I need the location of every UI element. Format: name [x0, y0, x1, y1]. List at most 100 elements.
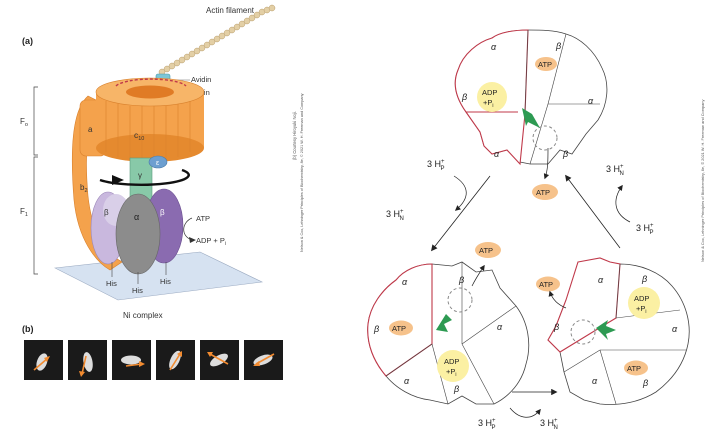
video-frame — [244, 340, 283, 380]
proton-label-mid-right: 3 H+P — [636, 223, 654, 236]
credit-right-book: Nelson & Cox, Lehninger Principles of Bi… — [700, 99, 705, 262]
credit-left-book: Nelson & Cox, Lehninger Principles of Bi… — [300, 93, 304, 252]
fo-label: Fo — [20, 117, 28, 128]
video-frame — [156, 340, 195, 380]
his-tag-left: His — [106, 279, 117, 288]
atp-label-left: ATP — [392, 324, 406, 333]
atp-release-arrow-top — [543, 147, 550, 180]
alpha-right-2: α — [672, 324, 678, 334]
atp-bubble-left — [389, 320, 413, 336]
adp-bubble-top — [477, 82, 507, 112]
atp-released-top — [532, 184, 558, 200]
beta-left-3: β — [453, 384, 459, 394]
adp-label-top: ADP — [482, 88, 497, 97]
cycle-arrow-right-to-top — [565, 174, 621, 249]
atp-bubble-top — [535, 57, 557, 71]
atp-bubble-right — [624, 360, 648, 376]
b2-label: b2 — [80, 183, 88, 194]
cycle-arrow-top-to-left — [431, 175, 491, 252]
hexamer-left — [367, 261, 530, 405]
f1-label: F1 — [20, 207, 28, 218]
adp-label-right: ADP — [634, 294, 649, 303]
proton-label-bottom-left: 3 H+P — [478, 418, 496, 431]
alpha-left-2: α — [497, 322, 503, 332]
hexamer-top — [454, 29, 608, 166]
proton-flow-left — [453, 175, 467, 211]
proton-label-top-right: 3 H+N — [606, 164, 624, 177]
beta-top-1: β — [555, 41, 561, 51]
beta-top-3: β — [562, 149, 568, 159]
epsilon-label: ε — [156, 160, 159, 167]
atp-label-top: ATP — [538, 60, 552, 69]
beta-right-2: β — [553, 322, 559, 332]
binding-change-cycle-diagram: α β ATP β ADP +Pi α α β ATP α β β ATP α … — [367, 29, 690, 431]
alpha-label: α — [134, 212, 139, 222]
alpha-top-1: α — [491, 42, 497, 52]
subcomplex-brackets — [33, 86, 38, 275]
pi-label-left: +Pi — [446, 367, 457, 378]
c10-label: c10 — [134, 130, 144, 142]
atp-label-a: ATP — [196, 214, 210, 223]
atp-release-arrow-right — [548, 290, 567, 309]
proton-label-mid-left: 3 H+N — [386, 209, 404, 222]
video-frame — [112, 340, 151, 380]
atp-label-right: ATP — [627, 364, 641, 373]
video-frame — [68, 340, 107, 380]
beta-left-1: β — [458, 275, 464, 285]
green-arrow-right — [596, 320, 616, 340]
atp-released-label-right: ATP — [539, 280, 553, 289]
actin-filament-label: Actin filament — [206, 6, 255, 15]
atp-release-arrow-left — [471, 264, 485, 287]
hexamer-right — [536, 257, 690, 405]
proton-flow-right — [615, 184, 631, 223]
alpha-top-2: α — [588, 96, 594, 106]
alpha-subunit-front — [115, 193, 161, 275]
video-frame — [24, 340, 63, 380]
proton-flow-bottom — [509, 407, 541, 418]
adp-label-left: ADP — [444, 357, 459, 366]
panel-b-video-frames — [24, 340, 284, 380]
atp-released-left — [475, 242, 501, 258]
beta-right-1: β — [641, 274, 647, 284]
panel-b-label: (b) — [22, 324, 34, 334]
his-tag-right: His — [160, 277, 171, 286]
panel-a-diagram: (a) Actin filament Avidin Biotin Ni comp… — [20, 4, 276, 334]
gamma-shaft-position-top — [532, 125, 558, 151]
a-label: a — [88, 125, 93, 134]
beta-top-2: β — [461, 92, 467, 102]
epsilon-subunit — [148, 155, 168, 169]
green-arrow-left — [436, 314, 452, 332]
alpha-left-3: α — [404, 376, 410, 386]
credit-left-image: (b) Courtesy Hiroyuki Noji. — [292, 111, 297, 160]
adp-pi-label-a: ADP + Pi — [196, 236, 226, 247]
his-tag-center: His — [132, 286, 143, 295]
green-arrow-top — [522, 108, 540, 128]
proton-label-top-left: 3 H+P — [427, 159, 445, 172]
panel-a-label: (a) — [22, 36, 33, 46]
atp-released-label-top: ATP — [536, 188, 550, 197]
alpha-top-3: α — [494, 149, 500, 159]
pi-label-top: +Pi — [483, 98, 494, 109]
atp-released-label-left: ATP — [479, 246, 493, 255]
alpha-right-1: α — [598, 275, 604, 285]
adp-bubble-left — [437, 350, 469, 382]
avidin-label: Avidin — [191, 75, 211, 84]
beta-left-2: β — [373, 324, 379, 334]
ni-complex-label: Ni complex — [123, 311, 163, 320]
gamma-shaft-position-right — [570, 319, 596, 345]
atp-hydrolysis-arrow — [183, 217, 193, 241]
video-frame — [200, 340, 239, 380]
atp-released-right — [536, 276, 560, 292]
alpha-left-1: α — [402, 277, 408, 287]
proton-label-bottom-right: 3 H+N — [540, 418, 558, 431]
beta-right-3: β — [642, 378, 648, 388]
beta-label-right: β — [160, 208, 165, 217]
gamma-shaft-position-left — [447, 287, 473, 313]
adp-bubble-right — [628, 287, 660, 319]
beta-label-left: β — [104, 208, 109, 217]
actin-filament — [158, 4, 276, 76]
gamma-label: γ — [138, 171, 142, 180]
alpha-right-3: α — [592, 376, 598, 386]
pi-label-right: +Pi — [636, 304, 647, 315]
panel-b-frames-svg — [24, 340, 283, 380]
